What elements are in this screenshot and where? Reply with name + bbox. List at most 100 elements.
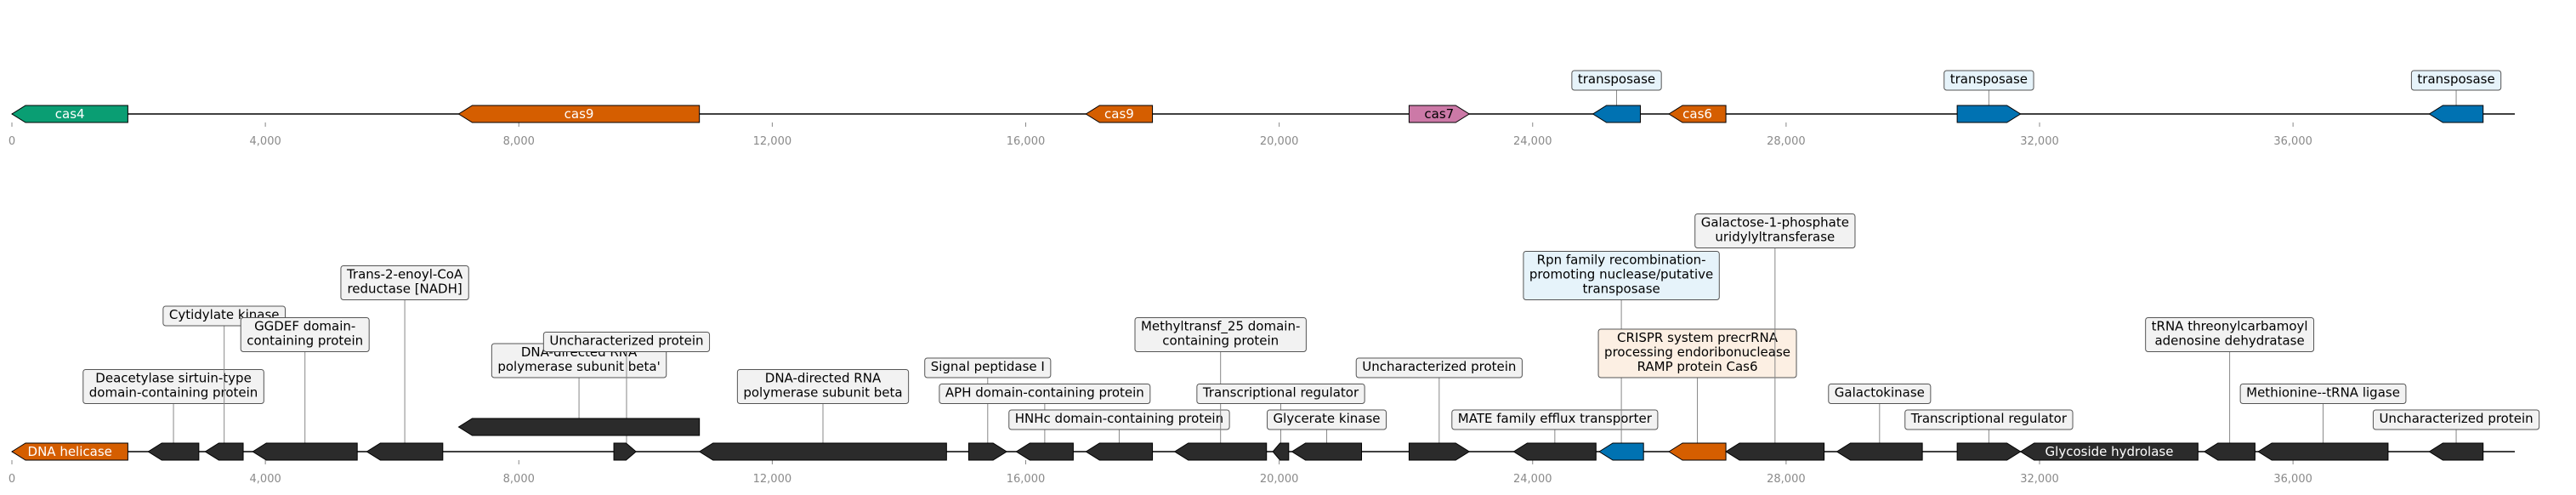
cas-track-gene-6 <box>1956 105 2022 123</box>
annot-track-label-box <box>2372 409 2540 430</box>
annot-track-tick-label: 8,000 <box>503 473 535 486</box>
cas-track-gene-label: cas9 <box>1104 106 1134 122</box>
cas-track-gene-2 <box>1085 105 1154 123</box>
annot-track-gene-5 <box>457 418 701 436</box>
annot-track-gene-8 <box>967 442 1008 461</box>
annot-track-tick-label: 24,000 <box>1513 473 1552 486</box>
annot-track-tick-label: 28,000 <box>1767 473 1806 486</box>
cas-track-label-box <box>2410 70 2502 91</box>
annot-track-gene-6 <box>613 442 637 461</box>
annot-track-gene-label: HNHc domain-containing protein <box>1015 411 1223 426</box>
annot-track-gene-label: Galactokinase <box>1835 385 1925 401</box>
annot-track-tick-label: 16,000 <box>1007 473 1046 486</box>
cas-track-gene-label: cas6 <box>1682 106 1712 122</box>
annot-track-gene-14 <box>1408 442 1471 461</box>
annot-track-gene-9 <box>1015 442 1074 461</box>
annot-track-gene-18 <box>1725 442 1825 461</box>
cas-track-gene-4 <box>1592 105 1641 123</box>
cas-track-label-box <box>1571 70 1662 91</box>
annot-track-label-box <box>82 369 264 404</box>
cas-track-gene-label: transposase <box>1578 71 1655 87</box>
annotation-track: 0 4,000 8,000 12,000 16,000 20,000 24,000 28,00… <box>9 213 2540 486</box>
cas-track-gene-0 <box>11 105 128 123</box>
annot-track-label-box <box>1597 328 1797 378</box>
annot-track-gene-label: Signal peptidase I <box>931 359 1045 374</box>
cas-track-gene-label: cas9 <box>565 106 594 122</box>
annot-track-gene-label: Glycoside hydrolase <box>2045 444 2174 459</box>
cas-track-gene-label: cas7 <box>1424 106 1454 122</box>
annot-track-gene-label: Uncharacterized protein <box>1362 359 1516 374</box>
annot-track-gene-11 <box>1173 442 1268 461</box>
annot-track-gene-label: Methionine--tRNA ligase <box>2246 385 2400 401</box>
annot-track-gene-12 <box>1272 442 1290 461</box>
annot-track-gene-label: MATE family efflux transporter <box>1458 411 1653 426</box>
annot-track-tick-label: 4,000 <box>250 473 281 486</box>
annot-track-gene-label: DNA helicase <box>28 444 112 459</box>
cas-track-tick-label: 8,000 <box>503 135 535 148</box>
annot-track-gene-label: Transcriptional regulator <box>1202 385 1359 401</box>
annot-track-gene-7 <box>698 442 947 461</box>
annot-track-label-box <box>939 384 1151 404</box>
cas-track-gene-label: transposase <box>1950 71 2028 87</box>
annot-track-label-box <box>1694 213 1856 248</box>
annot-track-gene-label: Transcriptional regulator <box>1910 411 2068 426</box>
cas-track-tick-label: 32,000 <box>2020 135 2059 148</box>
annot-track-label-box <box>542 332 711 352</box>
annot-track-gene-22 <box>2203 442 2255 461</box>
annot-track-gene-19 <box>1836 442 1923 461</box>
annot-track-gene-label: Uncharacterized protein <box>549 333 703 349</box>
annot-track-tick-label: 36,000 <box>2273 473 2312 486</box>
annot-track-label-box <box>736 369 910 404</box>
cas-track-gene-7 <box>2428 105 2484 123</box>
annot-track-label-box <box>340 265 469 300</box>
annot-track-gene-10 <box>1085 442 1154 461</box>
annot-track-tick-label: 12,000 <box>753 473 792 486</box>
annot-track-gene-15 <box>1512 442 1597 461</box>
annot-track-label-box <box>240 317 370 352</box>
annot-track-tick-label: 32,000 <box>2020 473 2059 486</box>
annot-track-label-box <box>1451 409 1659 430</box>
cas-track-gene-label: transposase <box>2417 71 2494 87</box>
annot-track-label-box <box>2239 384 2407 404</box>
annot-track-gene-13 <box>1291 442 1363 461</box>
annot-track-gene-16 <box>1598 442 1644 461</box>
annot-track-label-box <box>2145 317 2315 352</box>
annot-track-gene-0 <box>11 442 128 461</box>
annot-track-label-box <box>924 357 1052 378</box>
cas-track-gene-label: cas4 <box>55 106 85 122</box>
cas-track-tick-label: 28,000 <box>1767 135 1806 148</box>
annot-track-gene-1 <box>147 442 200 461</box>
annot-track-gene-label: Glycerate kinase <box>1274 411 1381 426</box>
cas-track-tick-label: 16,000 <box>1007 135 1046 148</box>
annot-track-label-box <box>1134 317 1307 352</box>
annot-track-gene-23 <box>2257 442 2389 461</box>
cas-track-tick-label: 36,000 <box>2273 135 2312 148</box>
cas-track-tick-label: 24,000 <box>1513 135 1552 148</box>
annot-track-label-box <box>1008 409 1230 430</box>
cas-track-label-box <box>1943 70 2034 91</box>
annot-track-tick-label: 0 <box>9 473 15 486</box>
annot-track-gene-21 <box>2019 442 2199 461</box>
annot-track-gene-label: Methyltransf_25 domain-containing protei… <box>1141 319 1300 349</box>
cas-track-gene-1 <box>457 105 701 123</box>
annot-track-gene-17 <box>1668 442 1727 461</box>
cas-track-gene-3 <box>1408 105 1471 123</box>
annot-track-label-box <box>1196 384 1365 404</box>
cas-track-gene-5 <box>1668 105 1727 123</box>
annot-track-gene-label: APH domain-containing protein <box>945 385 1144 401</box>
annot-track-gene-20 <box>1956 442 2022 461</box>
annot-track-label-box <box>1355 357 1523 378</box>
annot-track-tick-label: 20,000 <box>1260 473 1299 486</box>
cas-track-tick-label: 0 <box>9 135 15 148</box>
cas-track-tick-label: 4,000 <box>250 135 281 148</box>
annot-track-gene-label: GGDEF domain-containing protein <box>247 319 363 349</box>
annot-track-gene-label: Rpn family recombination-promoting nucle… <box>1529 253 1713 297</box>
annot-track-label-box <box>1267 409 1387 430</box>
